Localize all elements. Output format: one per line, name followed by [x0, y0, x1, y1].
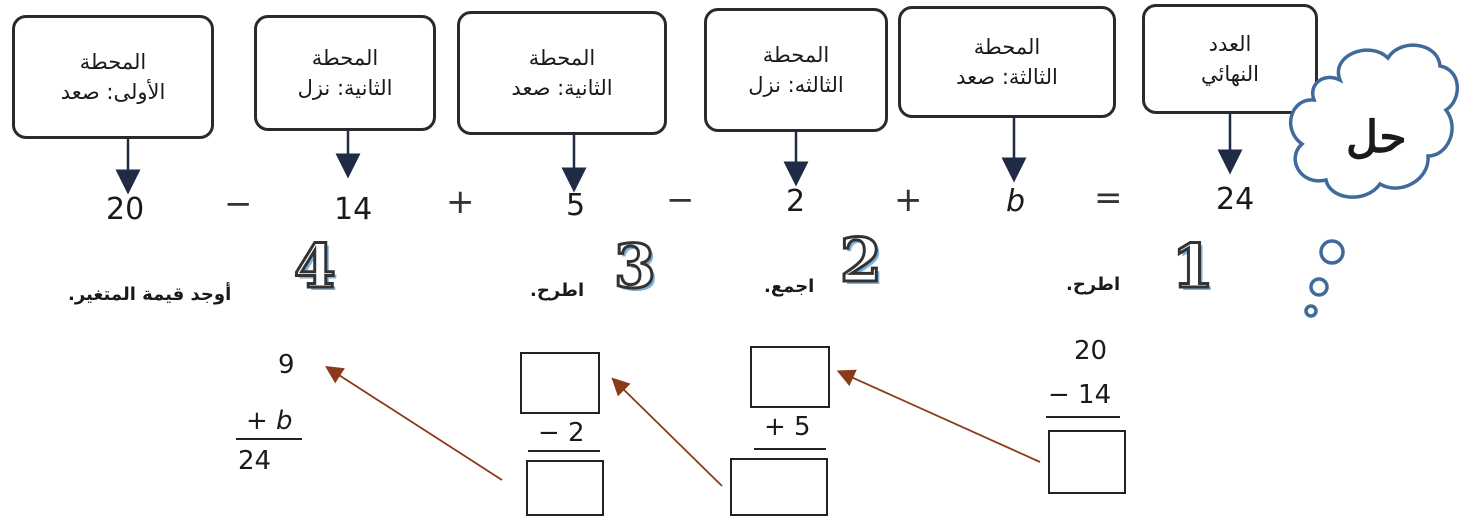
step4-top-number: 9 [278, 350, 295, 380]
step3-label: اطرح. [530, 280, 585, 301]
final-number-line2: النهائي [1201, 62, 1259, 86]
step3-rule [528, 450, 600, 452]
arrow-step2-to-step3 [611, 377, 723, 487]
step4-result: 24 [238, 446, 272, 476]
equation-op2: + [446, 182, 475, 222]
final-number-line1: العدد [1208, 32, 1252, 56]
station1-up-line1: المحطة [79, 50, 147, 74]
step2-operand: + 5 [764, 412, 811, 442]
step1-number: 1 [1171, 231, 1216, 304]
step4-operand: + b [246, 406, 293, 436]
equation-n1: 20 [106, 192, 145, 227]
station2-down-box: المحطة الثانية: نزل [254, 15, 436, 131]
station2-down-line2: الثانية: نزل [297, 76, 393, 100]
station2-up-line2: الثانية: صعد [511, 76, 613, 100]
step2-label: اجمع. [764, 276, 815, 297]
step2-input-box[interactable] [750, 346, 830, 408]
equation-eq: = [1094, 178, 1123, 218]
step1-operand: − 14 [1048, 380, 1112, 410]
station1-up-line2: الأولى: صعد [60, 80, 166, 104]
step3-input-box[interactable] [520, 352, 600, 414]
step2-answer-box[interactable] [730, 458, 828, 516]
equation-op4: + [894, 180, 923, 220]
step2-number: 2 [839, 225, 884, 298]
equation-n4: 2 [786, 184, 806, 219]
step4-label: أوجد قيمة المتغير. [68, 284, 232, 305]
step1-top-number: 20 [1074, 336, 1108, 366]
station2-down-line1: المحطة [311, 46, 379, 70]
step1-answer-box[interactable] [1048, 430, 1126, 494]
station3-down-line2: الثالثه: نزل [748, 73, 844, 97]
equation-n3: 5 [566, 188, 586, 223]
step1-rule [1046, 416, 1120, 418]
station2-up-line1: المحطة [528, 46, 596, 70]
equation-op3: − [666, 180, 695, 220]
equation-result: 24 [1216, 182, 1255, 217]
cloud-text: حل [1346, 112, 1407, 163]
step1-label: اطرح. [1066, 274, 1121, 295]
step4-number: 4 [293, 231, 338, 304]
final-number-box: العدد النهائي [1142, 4, 1318, 114]
station1-up-box: المحطة الأولى: صعد [12, 15, 214, 139]
step2-rule [754, 448, 826, 450]
station2-up-box: المحطة الثانية: صعد [457, 11, 667, 135]
arrow-step3-to-step4 [324, 366, 503, 481]
arrow-step1-to-step2 [836, 369, 1041, 463]
thought-cloud [1288, 43, 1459, 318]
step3-operand: − 2 [538, 418, 585, 448]
step3-number: 3 [613, 231, 658, 304]
equation-n2: 14 [334, 192, 373, 227]
equation-var: b [1006, 184, 1026, 219]
station3-down-box: المحطة الثالثه: نزل [704, 8, 888, 132]
step3-answer-box[interactable] [526, 460, 604, 516]
station3-up-box: المحطة الثالثة: صعد [898, 6, 1116, 118]
station3-up-line1: المحطة [973, 35, 1041, 59]
station3-down-line1: المحطة [762, 43, 830, 67]
station3-up-line2: الثالثة: صعد [956, 65, 1058, 89]
equation-op1: − [224, 184, 253, 224]
step4-rule [236, 438, 302, 440]
